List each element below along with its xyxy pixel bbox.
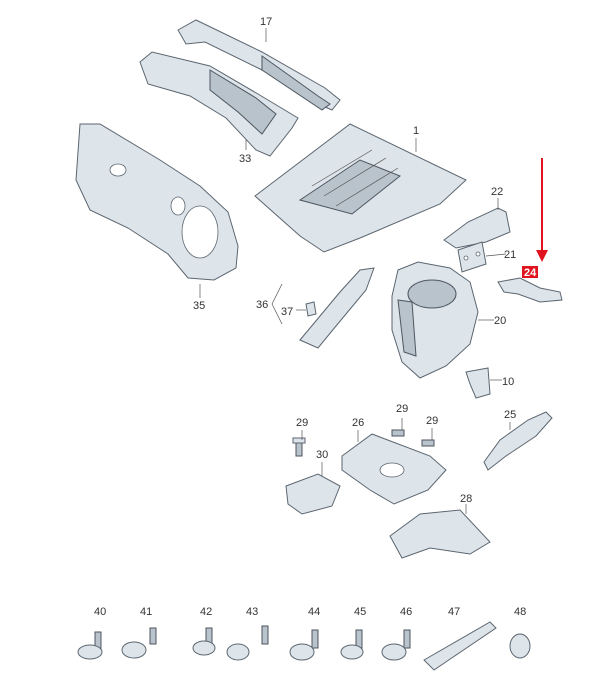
part-20-wheel-housing bbox=[391, 261, 479, 379]
part-29-screw-b bbox=[391, 429, 405, 437]
part-25-trim bbox=[483, 411, 553, 471]
part-36-strut bbox=[299, 267, 375, 349]
label-22: 22 bbox=[491, 186, 503, 198]
label-37: 37 bbox=[281, 306, 293, 318]
label-21: 21 bbox=[504, 249, 516, 261]
label-47: 47 bbox=[448, 606, 460, 618]
part-17-member bbox=[177, 19, 341, 111]
fastener-44 bbox=[289, 629, 319, 661]
label-17: 17 bbox=[260, 16, 272, 28]
label-35: 35 bbox=[193, 300, 205, 312]
fastener-48 bbox=[509, 633, 531, 659]
highlight-box-24 bbox=[522, 266, 538, 278]
part-29-screw-a bbox=[292, 437, 306, 457]
label-43: 43 bbox=[246, 606, 258, 618]
part-21-plate bbox=[457, 241, 487, 273]
fastener-46 bbox=[381, 629, 411, 661]
label-42: 42 bbox=[200, 606, 212, 618]
part-29-screw-c bbox=[421, 439, 435, 447]
highlight-arrow bbox=[536, 158, 548, 262]
label-46: 46 bbox=[400, 606, 412, 618]
part-24-bracket bbox=[497, 277, 563, 303]
label-20: 20 bbox=[494, 315, 506, 327]
label-40: 40 bbox=[94, 606, 106, 618]
part-28-bracket bbox=[389, 509, 491, 559]
label-29-right: 29 bbox=[426, 415, 438, 427]
part-33-beam bbox=[139, 51, 299, 157]
fastener-43 bbox=[226, 625, 269, 661]
part-37-clip bbox=[305, 301, 317, 317]
fastener-42 bbox=[192, 627, 216, 656]
fastener-41 bbox=[121, 627, 157, 659]
leader-lines bbox=[199, 28, 511, 514]
label-1: 1 bbox=[413, 125, 419, 137]
label-30: 30 bbox=[316, 449, 328, 461]
label-24: 24 bbox=[524, 267, 537, 279]
part-26-tray bbox=[341, 433, 447, 505]
part-22-bracket bbox=[443, 207, 511, 249]
label-25: 25 bbox=[504, 409, 516, 421]
label-36: 36 bbox=[256, 299, 268, 311]
label-45: 45 bbox=[354, 606, 366, 618]
part-35-rear-panel bbox=[75, 123, 239, 281]
label-33: 33 bbox=[239, 153, 251, 165]
label-29-mid: 29 bbox=[396, 403, 408, 415]
label-29-left: 29 bbox=[296, 417, 308, 429]
label-44: 44 bbox=[308, 606, 320, 618]
part-1-floor-pan bbox=[254, 123, 467, 253]
label-41: 41 bbox=[140, 606, 152, 618]
label-10: 10 bbox=[502, 376, 514, 388]
fastener-45 bbox=[340, 629, 364, 660]
label-26: 26 bbox=[352, 417, 364, 429]
label-28: 28 bbox=[460, 493, 472, 505]
fastener-47 bbox=[423, 621, 497, 671]
part-30-bracket bbox=[285, 473, 341, 515]
label-48: 48 bbox=[514, 606, 526, 618]
part-10-bracket bbox=[465, 367, 491, 399]
fastener-40 bbox=[77, 631, 103, 660]
